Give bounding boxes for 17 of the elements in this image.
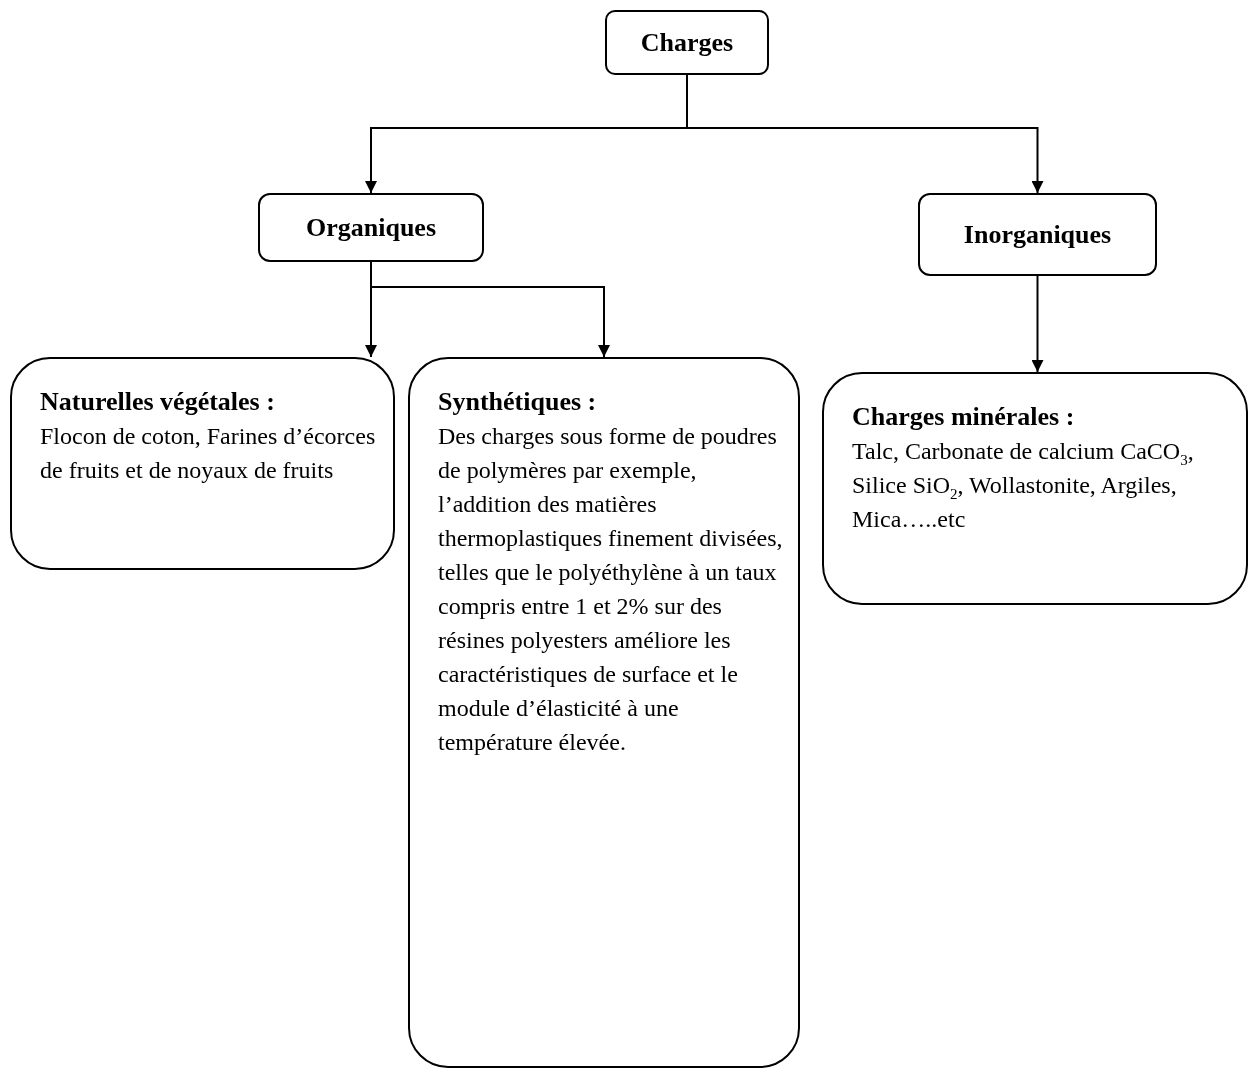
- category-box: [822, 372, 1248, 605]
- box-heading: Organiques: [306, 211, 436, 244]
- connector-arrow: [1031, 275, 1044, 373]
- box-heading: Inorganiques: [963, 218, 1112, 251]
- box-description: Flocon de coton, Farines d’écorces de fruits et de noyaux de fruits: [40, 422, 377, 485]
- box-heading: Charges: [640, 26, 734, 59]
- box-description: Des charges sous forme de poudres de polymères par exemple, l’addition des matières thermoplastiques finement divisées, telles que le polyéthylène à un taux compris entre 1 et 2% sur des résines polyesters améliore les caractéristiques de surface et le module d’élasticité à une température élevée.: [438, 422, 784, 757]
- category-box: [10, 357, 395, 570]
- box-heading: Synthétiques :: [438, 386, 598, 418]
- box-heading: Naturelles végétales :: [40, 386, 276, 418]
- box-description: Talc, Carbonate de calcium CaCO$_{3}$, Silice SiO$_{2}$, Wollastonite, Argiles, Mica…..etc: [852, 437, 1195, 534]
- category-box: [605, 10, 769, 75]
- connector-arrow: [370, 261, 610, 358]
- category-box: [918, 193, 1157, 276]
- category-box: [258, 193, 484, 262]
- category-box: [408, 357, 800, 1068]
- box-heading: Charges minérales :: [852, 401, 1076, 433]
